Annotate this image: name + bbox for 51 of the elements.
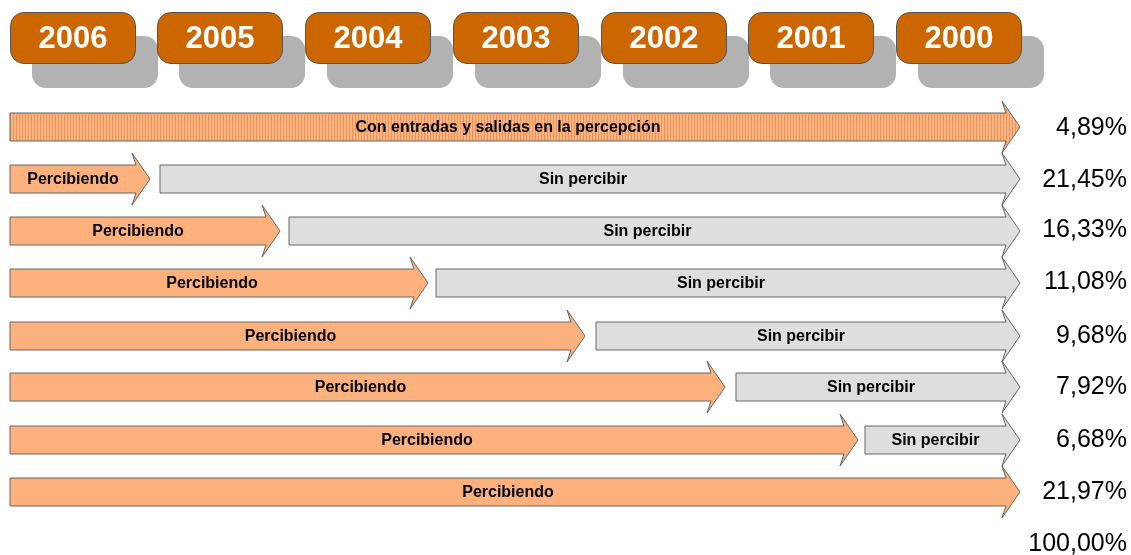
arrow-bar <box>10 310 585 362</box>
bar-label: Percibiendo <box>27 170 119 188</box>
percentage-label: 9,68% <box>1056 320 1127 349</box>
year-label: 2001 <box>776 20 846 56</box>
percentage-label: 11,08% <box>1044 266 1127 295</box>
year-badge <box>453 12 579 64</box>
year-label: 2006 <box>38 20 108 56</box>
arrow-bar <box>596 310 1020 362</box>
bar-label: Sin percibir <box>757 327 845 345</box>
bar-label: Percibiendo <box>166 274 258 292</box>
arrow-bar <box>10 361 725 413</box>
percentage-label: 100,00% <box>1028 528 1127 555</box>
arrow-bar <box>10 414 858 466</box>
percentage-label: 21,97% <box>1042 476 1127 505</box>
arrow-bar <box>10 101 1020 153</box>
bar-label: Percibiendo <box>314 378 407 396</box>
year-label: 2005 <box>185 20 255 56</box>
bar-label: Percibiendo <box>92 222 184 240</box>
year-badge <box>748 12 874 64</box>
year-badge <box>157 12 283 64</box>
percentage-label: 16,33% <box>1042 214 1127 243</box>
arrow-bar <box>160 153 1020 205</box>
arrow-bar <box>436 257 1020 309</box>
bar-label: Sin percibir <box>539 170 627 188</box>
percentage-label: 4,89% <box>1056 112 1127 141</box>
year-badge <box>305 12 431 64</box>
arrow-bar <box>10 257 428 309</box>
year-label: 2004 <box>333 20 403 56</box>
bar-label: Sin percibir <box>891 431 980 449</box>
arrow-bar <box>10 153 150 205</box>
arrow-bar <box>10 466 1020 518</box>
year-label: 2002 <box>629 20 699 56</box>
bar-label: Sin percibir <box>827 378 915 396</box>
percentage-label: 6,68% <box>1056 424 1127 453</box>
bar-label: Sin percibir <box>603 222 692 240</box>
arrow-bar <box>736 361 1020 413</box>
percentage-label: 21,45% <box>1042 164 1127 193</box>
arrow-bar <box>10 205 280 257</box>
year-badge <box>601 12 727 64</box>
year-label: 2003 <box>481 20 551 56</box>
year-label: 2000 <box>924 20 994 56</box>
year-badge <box>896 12 1022 64</box>
arrow-bar <box>865 414 1020 466</box>
year-badge <box>10 12 136 64</box>
bar-label: Sin percibir <box>677 274 765 292</box>
percentage-label: 7,92% <box>1056 371 1127 400</box>
bar-label: Con entradas y salidas en la percepción <box>355 118 661 136</box>
arrow-bar <box>289 205 1020 257</box>
bar-label: Percibiendo <box>244 327 337 345</box>
bar-label: Percibiendo <box>462 483 554 501</box>
bar-label: Percibiendo <box>381 431 473 449</box>
